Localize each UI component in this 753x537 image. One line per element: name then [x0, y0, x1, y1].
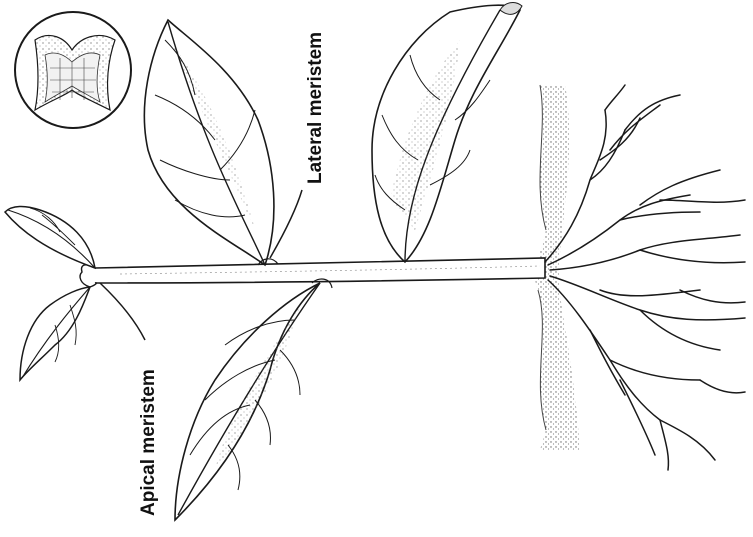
apical-pointer-line	[100, 283, 145, 340]
leaf-lower	[175, 279, 332, 520]
leaf-small-upper	[5, 206, 95, 268]
leaf-upper-left	[144, 20, 278, 265]
meristem-magnified-inset	[15, 12, 131, 128]
apical-meristem-label: Apical meristem	[138, 369, 160, 516]
leaf-small-lower	[20, 287, 90, 380]
lateral-meristem-label: Lateral meristem	[305, 32, 327, 184]
leaf-upper-right	[372, 3, 522, 262]
lateral-pointer-line	[270, 190, 302, 258]
